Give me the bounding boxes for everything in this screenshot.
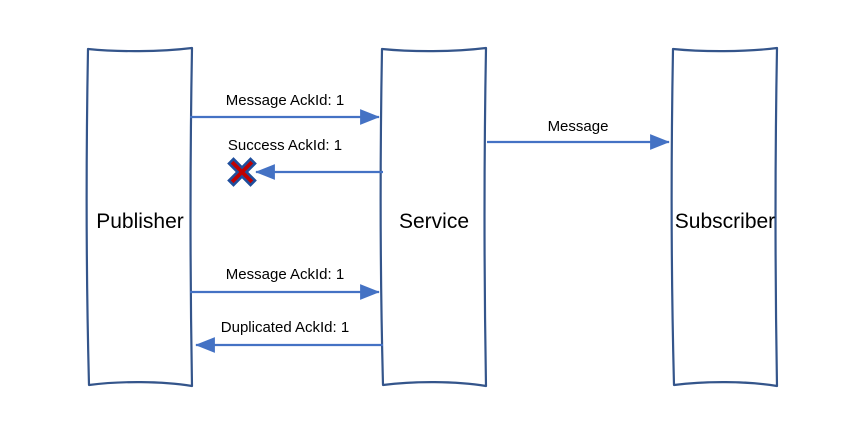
error-x-icon bbox=[227, 157, 257, 187]
message-label-msg-2: Message bbox=[547, 118, 609, 135]
lifeline-box-subscriber[interactable] bbox=[670, 46, 779, 388]
lifeline-label-service: Service bbox=[398, 210, 470, 233]
message-label-msg-1: Message AckId: 1 bbox=[225, 92, 345, 109]
lifeline-label-subscriber: Subscriber bbox=[674, 210, 776, 233]
message-label-msg-3: Success AckId: 1 bbox=[227, 137, 343, 154]
message-label-msg-5: Duplicated AckId: 1 bbox=[220, 319, 350, 336]
lifeline-box-publisher[interactable] bbox=[85, 46, 194, 388]
message-label-msg-4: Message AckId: 1 bbox=[225, 266, 345, 283]
lifeline-box-service[interactable] bbox=[379, 46, 488, 388]
lifeline-label-publisher: Publisher bbox=[96, 210, 184, 233]
